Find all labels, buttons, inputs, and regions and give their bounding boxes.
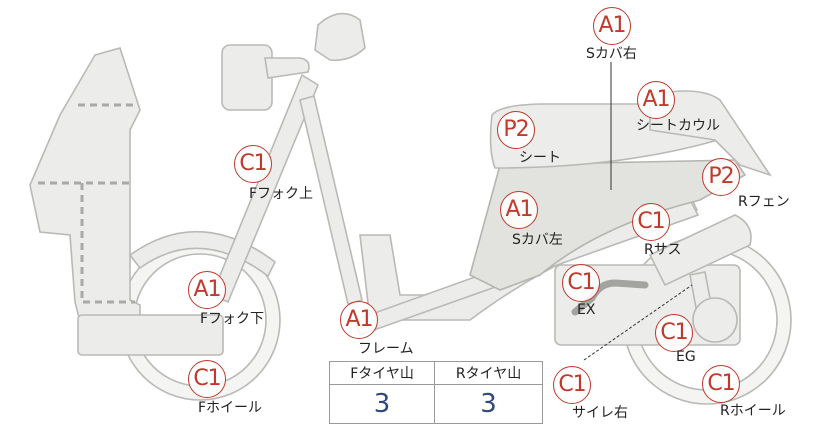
front-tire-value: 3 [328, 384, 436, 424]
leg-shield-dash-outline [38, 103, 135, 304]
leg-shield-shape [29, 47, 141, 323]
side-cover-shape [469, 159, 747, 291]
floor-block-shape [77, 314, 224, 356]
grade-badge: C1 [632, 203, 670, 241]
part-label: Rサス [644, 242, 682, 258]
grade-badge: C1 [188, 360, 226, 398]
part-label: Rフェン [738, 194, 790, 210]
part-label: Fフォク上 [249, 186, 314, 202]
part-label: シート [519, 150, 561, 166]
part-label: Fホイール [198, 400, 263, 416]
grade-badge: C1 [234, 145, 272, 183]
part-label: EG [676, 349, 696, 365]
grade-badge: A1 [188, 271, 226, 309]
grade-badge: C1 [562, 264, 600, 302]
front-fork-shape [210, 73, 319, 304]
tire-tread-table: Fタイヤ山 Rタイヤ山 3 3 [328, 361, 543, 424]
handlebar-shape [264, 57, 310, 79]
grade-badge: C1 [702, 365, 740, 403]
rear-tire-value: 3 [434, 384, 543, 424]
rear-tire-header: Rタイヤ山 [434, 361, 543, 385]
grade-badge: P2 [702, 158, 740, 196]
part-label: Sカバ右 [586, 46, 637, 62]
part-label: シートカウル [636, 118, 720, 134]
part-label: フレーム [358, 341, 414, 357]
part-label: Fフォク下 [200, 311, 265, 327]
part-label: Sカバ左 [512, 232, 563, 248]
front-tire-header: Fタイヤ山 [328, 361, 436, 385]
leader-muffler-right [583, 284, 693, 361]
rear-shock-shape [648, 214, 752, 287]
part-label: Rホイール [720, 403, 786, 419]
part-label: サイレ右 [572, 405, 628, 421]
grade-badge: A1 [340, 301, 378, 339]
tire-table-header-row: Fタイヤ山 Rタイヤ山 [328, 361, 543, 385]
grade-badge: C1 [553, 366, 591, 404]
rear-hub-shape [692, 297, 738, 343]
part-label: EX [577, 302, 596, 318]
grade-badge: A1 [637, 81, 675, 119]
grade-badge: A1 [500, 191, 538, 229]
headlight-shape [221, 44, 273, 111]
frame-downtube-shape [299, 95, 363, 305]
grade-badge: A1 [593, 7, 631, 45]
grade-badge: P2 [497, 111, 535, 149]
mirror-shape [314, 12, 366, 62]
grade-badge: C1 [655, 314, 693, 352]
tire-table-value-row: 3 3 [328, 384, 543, 424]
